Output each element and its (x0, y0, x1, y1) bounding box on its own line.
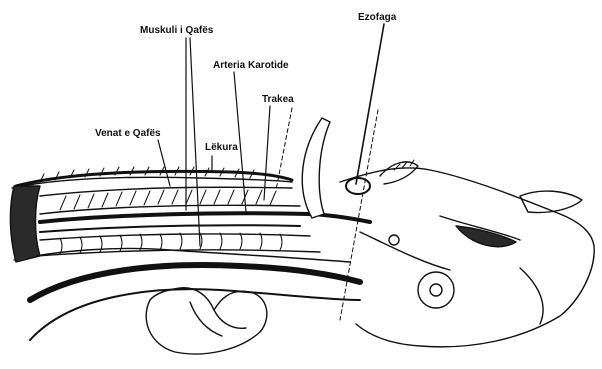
eye-inner (430, 284, 442, 296)
knife-blade (302, 118, 330, 218)
throat-lower-edge (30, 289, 360, 340)
cut-end-left (10, 186, 40, 262)
head-outline (340, 168, 594, 347)
label-arteria-karotide: Arteria Karotide (213, 60, 289, 72)
hand-outline (146, 288, 267, 354)
label-trakea: Trakea (262, 94, 294, 106)
cheek-line (520, 268, 543, 324)
leader-venat (158, 140, 170, 186)
mane-hair (16, 171, 292, 186)
esophagus-opening (346, 178, 370, 194)
leader-ezofaga (356, 24, 384, 184)
label-lekura: Lëkura (205, 142, 238, 154)
muscle-stripes (60, 190, 276, 210)
hand-fingers (190, 302, 246, 336)
neck-muscle-band-upper (40, 187, 292, 196)
leader-trakea (264, 106, 270, 200)
cut-line-right (340, 110, 378, 320)
label-muskuli-i-qafes: Muskuli i Qafës (140, 25, 213, 37)
jaw-line (360, 232, 450, 270)
jugular-vein (40, 225, 300, 232)
eye-outer (418, 272, 454, 308)
throat-hair-band (30, 265, 360, 300)
nostril (389, 235, 399, 245)
label-ezofaga: Ezofaga (358, 12, 396, 24)
label-venat-e-qafes: Venat e Qafës (95, 128, 161, 140)
